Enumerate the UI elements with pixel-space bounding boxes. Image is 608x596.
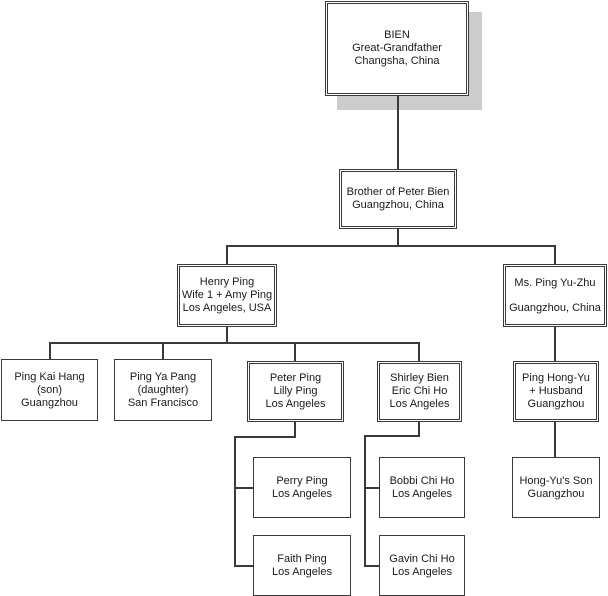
node-bobbi-name: Bobbi Chi Ho <box>389 474 455 487</box>
node-hongyu-spouse: + Husband <box>529 385 583 397</box>
node-henry[interactable]: Henry Ping Wife 1 + Amy Ping Los Angeles… <box>177 264 277 327</box>
node-peter-location: Los Angeles <box>265 398 326 410</box>
node-brother-name: Brother of Peter Bien <box>346 186 450 198</box>
connector-to-perry <box>234 487 254 489</box>
node-peter-spouse: Lilly Ping <box>273 385 318 397</box>
node-shirley[interactable]: Shirley Bien Eric Chi Ho Los Angeles <box>377 361 462 422</box>
connector-peter-down <box>294 421 296 437</box>
node-hongyuson-name: Hong-Yu's Son <box>519 474 593 487</box>
connector-hongyu-son <box>554 421 556 458</box>
node-peter[interactable]: Peter Ping Lilly Ping Los Angeles <box>247 361 344 422</box>
connector-to-shirley <box>418 342 420 362</box>
node-yapang-relation: (daughter) <box>137 383 189 396</box>
connector-generation3-bar <box>49 342 419 344</box>
connector-to-peter <box>294 342 296 362</box>
connector-to-gavin <box>364 565 380 567</box>
node-shirley-location: Los Angeles <box>389 398 450 410</box>
node-shirley-name: Shirley Bien <box>390 372 449 384</box>
node-perry-location: Los Angeles <box>272 487 332 500</box>
connector-peter-spine <box>234 436 236 567</box>
node-peter-name: Peter Ping <box>269 372 322 384</box>
connector-to-faith <box>234 565 254 567</box>
connector-bien-brother <box>397 95 399 169</box>
connector-brother-down <box>397 228 399 246</box>
node-bobbi-location: Los Angeles <box>392 487 452 500</box>
node-bien-role: Great-Grandfather <box>352 42 442 54</box>
node-kaihang[interactable]: Ping Kai Hang (son) Guangzhou <box>1 359 98 421</box>
node-bobbi[interactable]: Bobbi Chi Ho Los Angeles <box>379 457 465 518</box>
node-faith-name: Faith Ping <box>277 552 327 565</box>
connector-to-kaihang <box>49 342 51 360</box>
node-yapang[interactable]: Ping Ya Pang (daughter) San Francisco <box>114 359 212 421</box>
node-kaihang-relation: (son) <box>36 383 63 396</box>
node-hongyuson[interactable]: Hong-Yu's Son Guangzhou <box>512 457 600 518</box>
connector-generation2-bar <box>226 245 556 247</box>
node-henry-name: Henry Ping <box>199 276 255 288</box>
node-shirley-spouse: Eric Chi Ho <box>391 385 448 397</box>
node-yapang-location: San Francisco <box>127 396 199 409</box>
node-brother[interactable]: Brother of Peter Bien Guangzhou, China <box>339 169 457 229</box>
node-faith-location: Los Angeles <box>272 565 332 578</box>
node-gavin[interactable]: Gavin Chi Ho Los Angeles <box>379 535 465 596</box>
node-hongyu[interactable]: Ping Hong-Yu + Husband Guangzhou <box>513 361 599 422</box>
connector-to-henry <box>226 245 228 265</box>
node-hongyu-location: Guangzhou <box>527 398 585 410</box>
connector-shirley-down <box>418 421 420 437</box>
node-henry-spouse: Wife 1 + Amy Ping <box>181 289 273 301</box>
connector-henry-down <box>226 326 228 343</box>
node-kaihang-location: Guangzhou <box>21 396 78 409</box>
node-yuzhu[interactable]: Ms. Ping Yu-Zhu Guangzhou, China <box>503 264 607 327</box>
node-perry-name: Perry Ping <box>276 474 328 487</box>
connector-shirley-bar <box>364 435 420 437</box>
node-yuzhu-name: Ms. Ping Yu-Zhu <box>514 276 596 289</box>
connector-to-bobbi <box>364 487 380 489</box>
node-yuzhu-location: Guangzhou, China <box>509 301 601 314</box>
node-bien[interactable]: BIEN Great-Grandfather Changsha, China <box>325 1 469 96</box>
node-gavin-name: Gavin Chi Ho <box>389 552 455 565</box>
node-bien-name: BIEN <box>384 29 410 41</box>
connector-to-yuzhu <box>554 245 556 265</box>
node-henry-location: Los Angeles, USA <box>182 302 272 314</box>
node-bien-location: Changsha, China <box>354 55 440 67</box>
node-faith[interactable]: Faith Ping Los Angeles <box>253 535 351 596</box>
connector-shirley-spine <box>364 435 366 567</box>
node-brother-location: Guangzhou, China <box>352 199 444 211</box>
node-kaihang-name: Ping Kai Hang <box>14 370 85 383</box>
node-yapang-name: Ping Ya Pang <box>129 370 197 383</box>
connector-peter-bar <box>234 436 296 438</box>
node-hongyuson-location: Guangzhou <box>527 487 585 500</box>
node-perry[interactable]: Perry Ping Los Angeles <box>253 457 351 518</box>
connector-yuzhu-hongyu <box>554 326 556 362</box>
node-gavin-location: Los Angeles <box>392 565 452 578</box>
connector-to-yapang <box>162 342 164 360</box>
node-hongyu-name: Ping Hong-Yu <box>522 372 590 384</box>
